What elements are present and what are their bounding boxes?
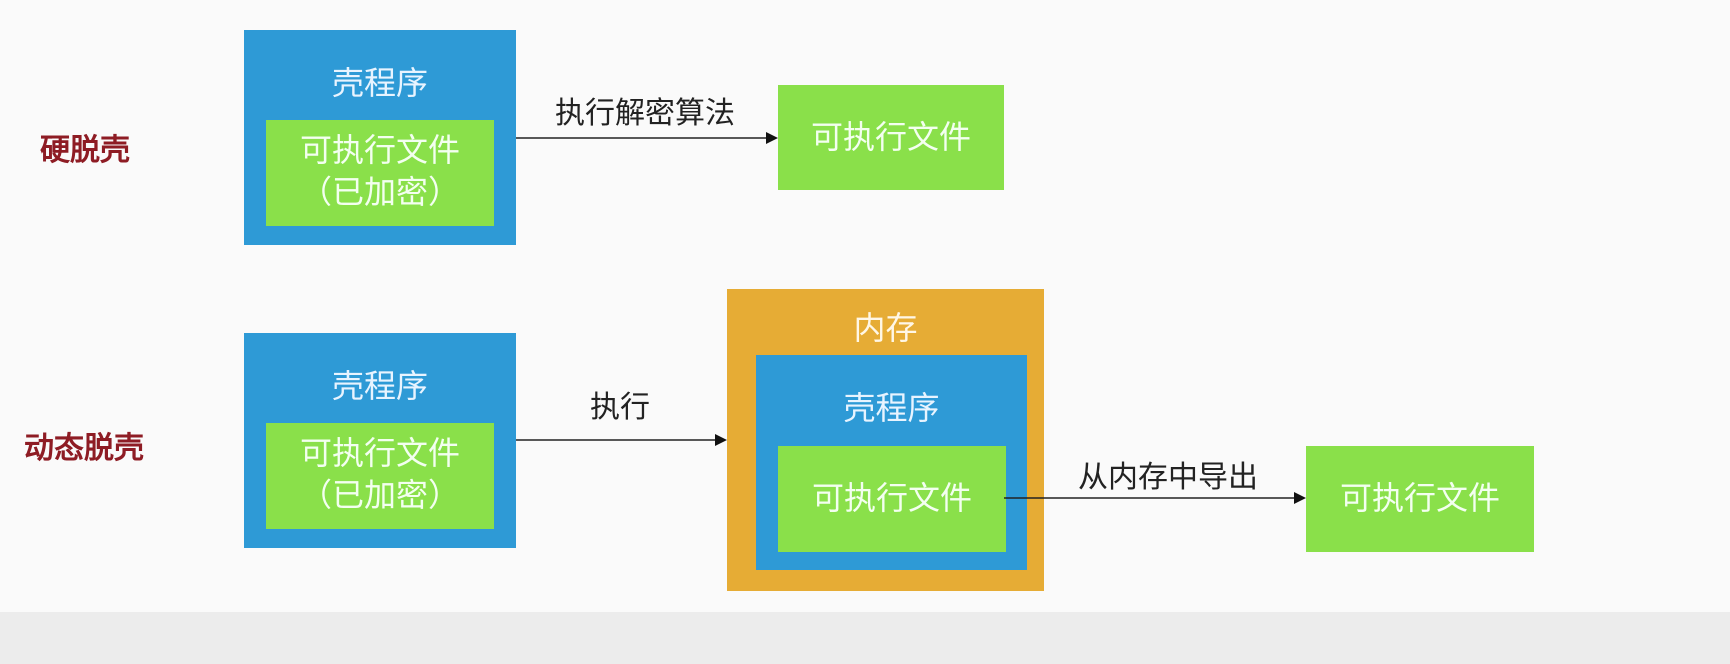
memory-shell-box: 壳程序 可执行文件 — [756, 355, 1027, 570]
hard-result-file-label: 可执行文件 — [810, 118, 971, 156]
hard-encrypted-file-label: 可执行文件 — [299, 131, 460, 169]
dynamic-arrow-label: 执行 — [590, 390, 650, 425]
memory-file-box: 可执行文件 — [778, 446, 1006, 552]
dynamic-encrypted-file-box: 可执行文件 （已加密） — [266, 423, 494, 529]
row-label-hard-unpack: 硬脱壳 — [40, 133, 130, 168]
hard-result-file-box: 可执行文件 — [778, 85, 1004, 190]
hard-arrow-label: 执行解密算法 — [555, 96, 735, 131]
export-arrow-label: 从内存中导出 — [1078, 460, 1258, 495]
hard-shell-box: 壳程序 可执行文件 （已加密） — [244, 30, 516, 245]
hard-shell-title: 壳程序 — [331, 64, 428, 102]
hard-encrypted-note: （已加密） — [299, 173, 460, 211]
row-label-dynamic-unpack: 动态脱壳 — [24, 431, 144, 466]
dynamic-encrypted-file-label: 可执行文件 — [299, 434, 460, 472]
dynamic-encrypted-note: （已加密） — [299, 476, 460, 514]
memory-shell-title: 壳程序 — [843, 389, 940, 427]
dynamic-result-file-box: 可执行文件 — [1306, 446, 1534, 552]
memory-title: 内存 — [853, 309, 918, 347]
dynamic-shell-title: 壳程序 — [331, 367, 428, 405]
memory-box: 内存 壳程序 可执行文件 — [727, 289, 1044, 591]
hard-encrypted-file-box: 可执行文件 （已加密） — [266, 120, 494, 226]
dynamic-shell-box: 壳程序 可执行文件 （已加密） — [244, 333, 516, 548]
memory-file-label: 可执行文件 — [811, 479, 972, 517]
dynamic-result-file-label: 可执行文件 — [1339, 479, 1500, 517]
bottom-band — [0, 612, 1730, 664]
